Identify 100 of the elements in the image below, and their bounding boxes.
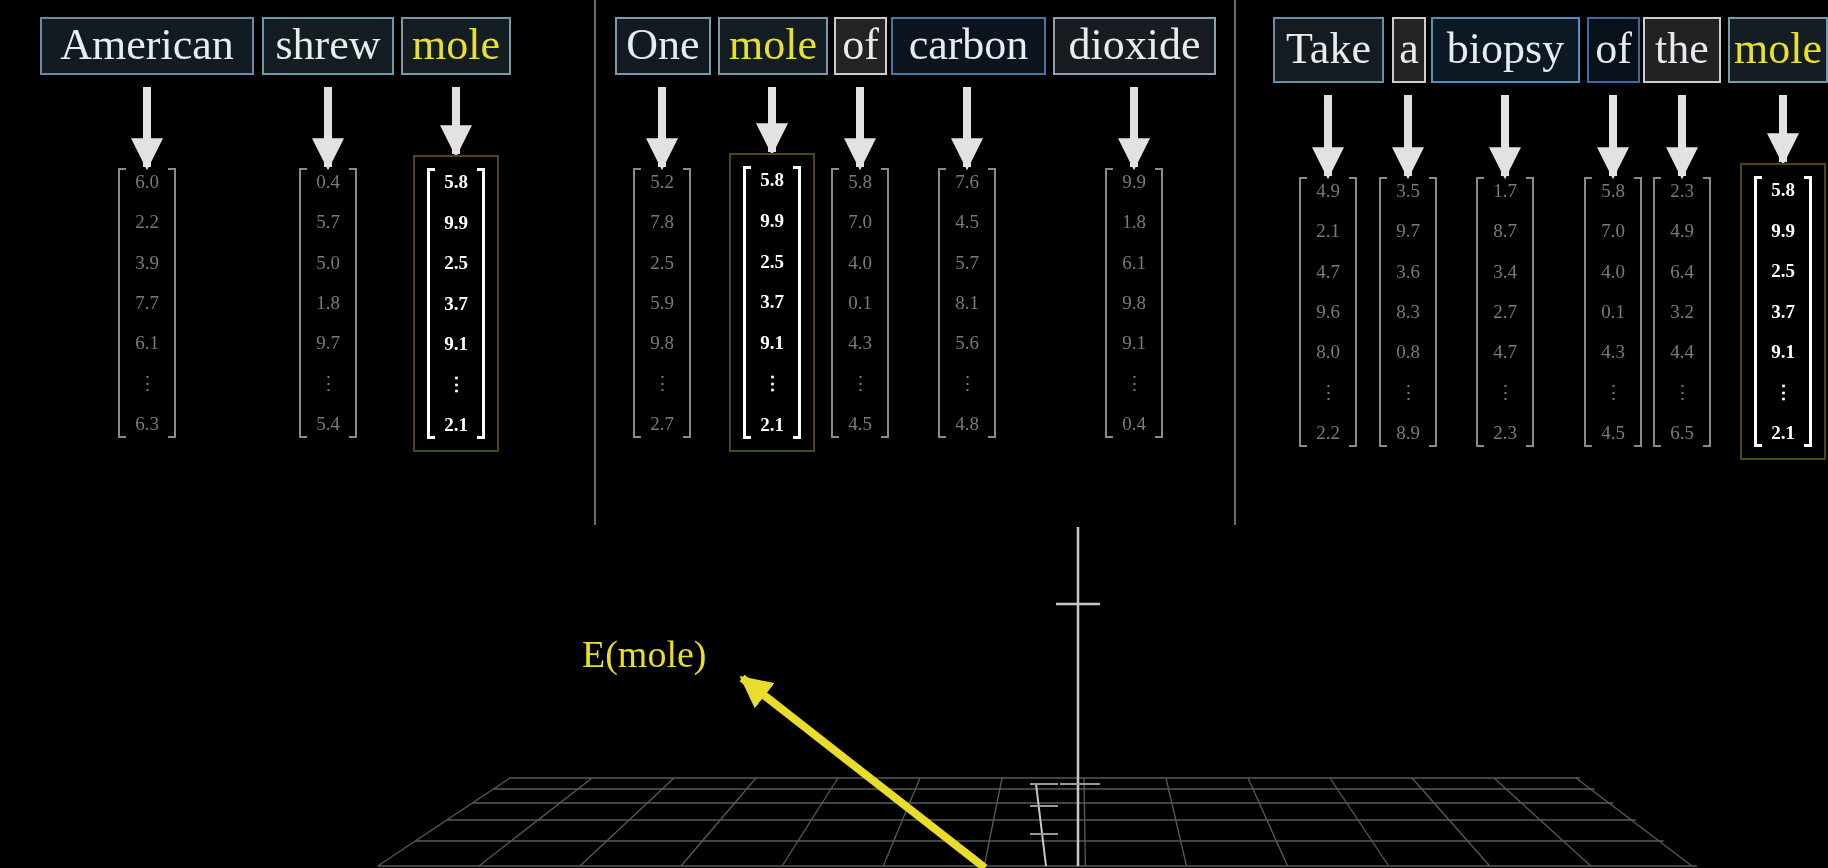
embedding-vector: [633, 168, 691, 438]
vector-entry: 2.5: [760, 249, 784, 274]
vector-entry: 3.4: [1493, 259, 1517, 284]
token-box: American: [40, 17, 254, 75]
embedding-vector: [118, 168, 176, 438]
vector-entry: ⋮: [1603, 380, 1623, 405]
vector-entry: 7.6: [955, 170, 979, 194]
vector-entry: 1.7: [1493, 179, 1517, 203]
vector-entry: 5.9: [650, 291, 674, 315]
vector-entry: 6.3: [135, 411, 159, 436]
vector-entry: ⋮: [1318, 380, 1338, 405]
vector-entry: 0.4: [1122, 411, 1146, 436]
vector-entry: 2.5: [444, 251, 468, 275]
vector-entry: 4.9: [1670, 219, 1694, 244]
vector-entry: 9.9: [444, 210, 468, 235]
vector-entry: 2.1: [1771, 421, 1795, 445]
vector-entry: 9.8: [650, 331, 674, 356]
vector-entry: 9.7: [316, 331, 340, 356]
vector-entry: 8.9: [1396, 420, 1420, 445]
vector-entry: 5.6: [955, 331, 979, 356]
vector-entry: 9.7: [1396, 219, 1420, 244]
token-box: of: [1587, 17, 1640, 83]
vector-entry: 6.4: [1670, 259, 1694, 284]
vector-entry: 0.1: [848, 291, 872, 315]
embedding-vector: [1476, 177, 1534, 447]
vector-entry: 3.9: [135, 250, 159, 275]
vector-entry: ⋮: [1398, 380, 1418, 405]
vector-entry: 5.2: [650, 170, 674, 194]
highlighted-embedding-vector: [1740, 163, 1826, 460]
vector-entry: ⋮: [762, 372, 782, 397]
vector-entry: 2.3: [1493, 420, 1517, 445]
vector-label: E(mole): [582, 634, 748, 676]
vector-entry: ⋮: [1773, 380, 1793, 405]
vector-entry: 3.7: [760, 290, 784, 315]
vector-entry: 5.7: [316, 210, 340, 235]
vector-entry: 0.4: [316, 170, 340, 194]
vector-entry: 2.2: [135, 210, 159, 235]
vector-entry: 6.0: [135, 170, 159, 194]
vector-entry: 5.8: [760, 168, 784, 192]
highlighted-embedding-vector: [413, 155, 499, 452]
vector-entry: 1.8: [1122, 210, 1146, 235]
token-box: One: [615, 17, 711, 75]
vector-entry: 4.8: [955, 411, 979, 436]
vector-entry: 5.8: [1771, 178, 1795, 202]
vector-entry: 7.0: [1601, 219, 1625, 244]
vector-entry: 4.3: [1601, 340, 1625, 365]
vector-entry: 2.7: [1493, 300, 1517, 324]
vector-entry: 4.9: [1316, 179, 1340, 203]
vector-entry: ⋮: [850, 371, 870, 396]
vector-entry: 6.1: [1122, 250, 1146, 275]
vector-entry: 5.4: [316, 411, 340, 436]
vector-entry: 4.5: [1601, 420, 1625, 445]
token-box: mole: [718, 17, 828, 75]
vector-entry: 2.1: [444, 413, 468, 437]
vector-entry: 5.0: [316, 250, 340, 275]
vector-entry: 2.7: [650, 411, 674, 436]
vector-entry: 2.2: [1316, 420, 1340, 445]
vector-entry: 8.7: [1493, 219, 1517, 244]
vector-entry: 4.0: [1601, 259, 1625, 284]
token-box: shrew: [262, 17, 394, 75]
vector-entry: 7.7: [135, 291, 159, 315]
vector-entry: 9.1: [1771, 340, 1795, 364]
vector-entry: 0.1: [1601, 300, 1625, 324]
vector-entry: ⋮: [318, 371, 338, 396]
vector-entry: 9.1: [760, 331, 784, 356]
vector-entry: ⋮: [652, 371, 672, 396]
vector-entry: 2.5: [1771, 259, 1795, 283]
vector-entry: 6.1: [135, 331, 159, 356]
vector-entry: ⋮: [957, 371, 977, 396]
embedding-vector: [1653, 177, 1711, 447]
vector-entry: 3.6: [1396, 259, 1420, 284]
vector-entry: 4.7: [1493, 340, 1517, 365]
token-box: Take: [1273, 17, 1384, 83]
embedding-vector: [299, 168, 357, 438]
vector-entry: 7.0: [848, 210, 872, 235]
vector-entry: 0.8: [1396, 340, 1420, 365]
vector-entry: 9.9: [760, 208, 784, 233]
highlighted-embedding-vector: [729, 153, 815, 452]
vector-entry: 9.1: [444, 332, 468, 356]
vector-entry: 9.8: [1122, 291, 1146, 315]
token-box: the: [1643, 17, 1721, 83]
vector-entry: 9.1: [1122, 331, 1146, 356]
vector-entry: ⋮: [137, 371, 157, 396]
token-box: of: [834, 17, 887, 75]
token-box: biopsy: [1431, 17, 1580, 83]
vector-entry: ⋮: [1124, 371, 1144, 396]
vector-entry: 9.6: [1316, 300, 1340, 324]
vector-entry: 1.8: [316, 291, 340, 315]
vector-entry: 7.8: [650, 210, 674, 235]
vector-entry: 5.8: [444, 170, 468, 194]
vector-entry: 4.4: [1670, 340, 1694, 365]
vector-entry: ⋮: [1672, 380, 1692, 405]
embedding-vector: [1105, 168, 1163, 438]
vector-entry: 2.3: [1670, 179, 1694, 203]
vector-entry: 4.7: [1316, 259, 1340, 284]
vector-arrow: [739, 674, 988, 868]
vector-entry: 2.1: [760, 412, 784, 437]
vector-entry: 5.7: [955, 250, 979, 275]
vector-entry: 3.7: [444, 291, 468, 316]
token-box: carbon: [891, 17, 1046, 75]
